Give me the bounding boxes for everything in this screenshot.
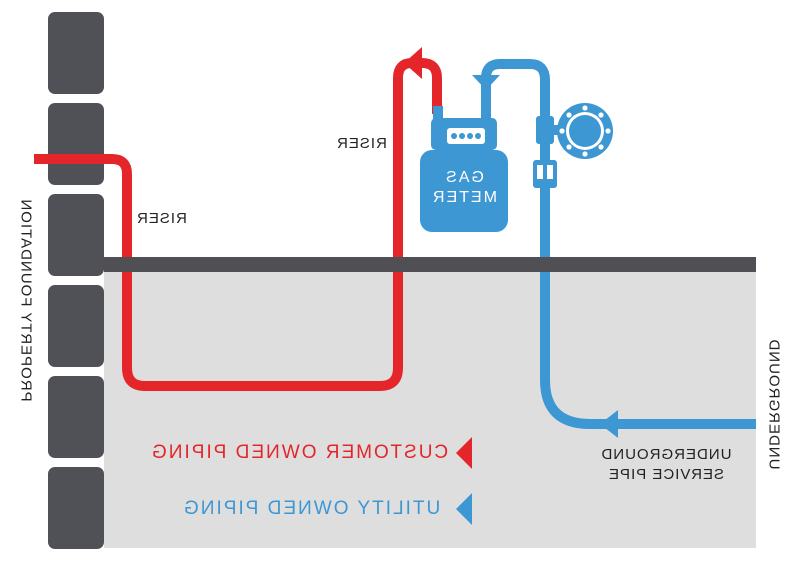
utility-legend-marker xyxy=(456,493,472,525)
utility-flow-arrow xyxy=(600,410,618,438)
customer-flow-arrow xyxy=(404,47,422,79)
foundation-block xyxy=(48,103,104,185)
underground-service-pipe-label-line1: UNDERGROUND xyxy=(600,446,732,463)
foundation-block xyxy=(48,376,104,458)
property-foundation-label: PROPERTY FOUNDATION xyxy=(17,198,35,402)
foundation-block xyxy=(48,194,104,276)
underground-side-label: UNDERGROUND xyxy=(765,338,783,470)
grade-line xyxy=(104,257,756,272)
customer-legend-marker xyxy=(456,437,472,469)
customer-legend-label: CUSTOMER OWNED PIPING xyxy=(150,442,449,463)
foundation-block xyxy=(48,467,104,549)
riser-right-label: RISER xyxy=(336,135,387,152)
utility-legend-label: UTILITY OWNED PIPING xyxy=(182,498,441,519)
riser-left-label: RISER xyxy=(136,210,187,227)
underground-service-pipe-label-line2: SERVICE PIPE xyxy=(608,466,724,483)
customer-piping xyxy=(34,58,442,391)
foundation-block xyxy=(48,285,104,367)
regulator xyxy=(536,103,613,159)
shutoff-valve xyxy=(533,160,557,188)
underground-area xyxy=(104,272,756,548)
gas-meter xyxy=(420,106,508,232)
utility-piping xyxy=(481,59,756,429)
meter-inlet-arrow xyxy=(472,75,500,90)
property-foundation-wall xyxy=(48,12,104,549)
foundation-block xyxy=(48,12,104,94)
gas-meter-label: GAS METER xyxy=(431,169,497,206)
